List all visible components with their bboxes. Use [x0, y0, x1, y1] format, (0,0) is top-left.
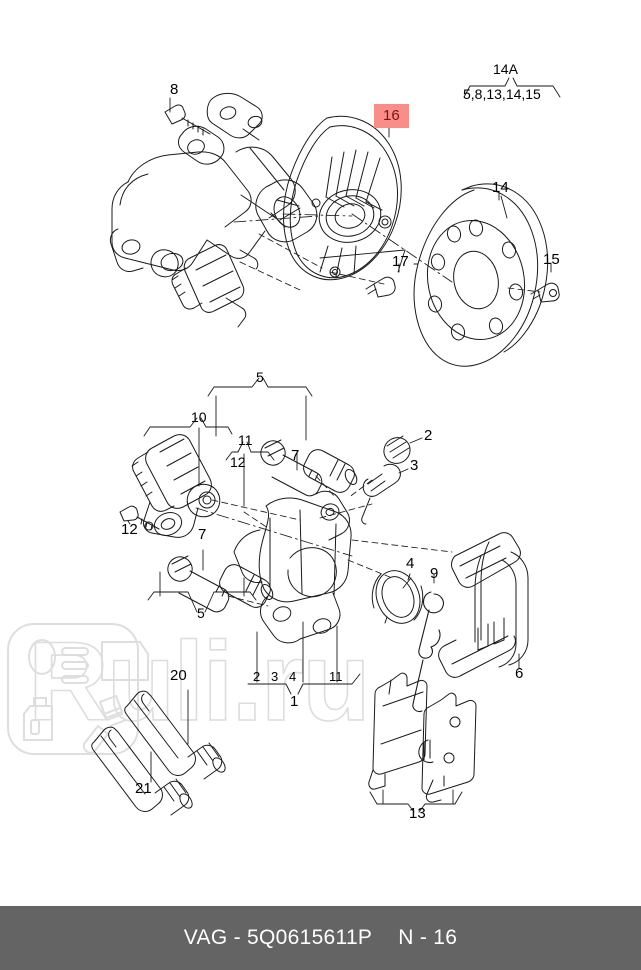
paste-tube-20-art — [124, 690, 226, 780]
brake-disc-art — [413, 183, 548, 367]
callout-11-group: 11 — [329, 669, 343, 684]
brake-dust-shield-art — [283, 115, 402, 281]
callout-1: 1 — [290, 693, 299, 710]
bleeder-valve-art — [361, 463, 409, 525]
retaining-spring-art — [412, 574, 444, 713]
brake-pad-outer-art — [368, 672, 428, 790]
group-bracket-14A — [463, 77, 561, 98]
callout-7-upper: 7 — [291, 447, 300, 464]
footer-content: VAG - 5Q0615611P N - 16 — [184, 926, 457, 950]
brake-pad-inner-art — [418, 692, 477, 803]
assembly-centerlines — [233, 213, 453, 283]
piston-seal-art — [371, 570, 424, 624]
group-bracket-13 — [369, 791, 463, 813]
assembly-leaders-mid — [211, 475, 453, 607]
callout-3-group: 3 — [271, 669, 279, 684]
callout-17: 17 — [392, 253, 409, 270]
callout-3: 3 — [410, 457, 419, 474]
callout-7-lower: 7 — [198, 526, 207, 543]
epb-actuator-art — [119, 434, 221, 538]
callout-10: 10 — [191, 409, 207, 425]
caliper-housing-art — [233, 490, 352, 644]
callout-13: 13 — [409, 805, 426, 822]
callout-4: 4 — [406, 555, 415, 572]
guide-sleeve-upper-art — [303, 449, 358, 493]
callout-4-group: 4 — [289, 669, 297, 684]
leader-lines — [150, 191, 500, 783]
callout-8: 8 — [170, 81, 179, 98]
callout-14A: 14A — [493, 61, 518, 77]
callout-21: 21 — [135, 780, 152, 797]
guide-sleeve-lower-art — [219, 564, 274, 608]
callout-6: 6 — [515, 665, 524, 682]
diagram-canvas: Ruli.ru — [7, 61, 561, 822]
assembly-leaders-top — [239, 233, 541, 293]
callout-2: 2 — [424, 427, 433, 444]
callout-9: 9 — [430, 565, 439, 582]
part-number: VAG - 5Q0615611P — [183, 926, 373, 949]
callout-20: 20 — [170, 667, 187, 684]
paste-tube-21-art — [91, 726, 193, 816]
callout-12-upper: 12 — [230, 454, 246, 470]
guide-pin-lower-art — [167, 555, 230, 613]
callout-5-upper: 5 — [256, 369, 264, 385]
footer-bar: VAG - 5Q0615611P N - 16 — [0, 906, 641, 970]
line-art — [91, 77, 561, 816]
callout-14A-list: 5,8,13,14,15 — [463, 86, 541, 102]
wheel-carrier-art — [109, 92, 318, 328]
bleeder-cap-art — [383, 435, 423, 464]
callout-14: 14 — [492, 179, 509, 196]
caliper-carrier-art — [438, 532, 529, 678]
guide-pin-upper-art — [260, 439, 323, 497]
callout-5-lower: 5 — [197, 605, 205, 621]
callout-12-lower: 12 — [121, 521, 138, 538]
disc-screw-art — [530, 262, 560, 303]
callout-2-group: 2 — [253, 669, 261, 684]
callout-16-highlighted[interactable]: 16 — [374, 104, 409, 128]
callout-15: 15 — [543, 251, 560, 268]
mid-centerlines — [195, 507, 353, 557]
callout-11-upper: 11 — [238, 432, 253, 448]
page-reference: N - 16 — [398, 926, 458, 949]
